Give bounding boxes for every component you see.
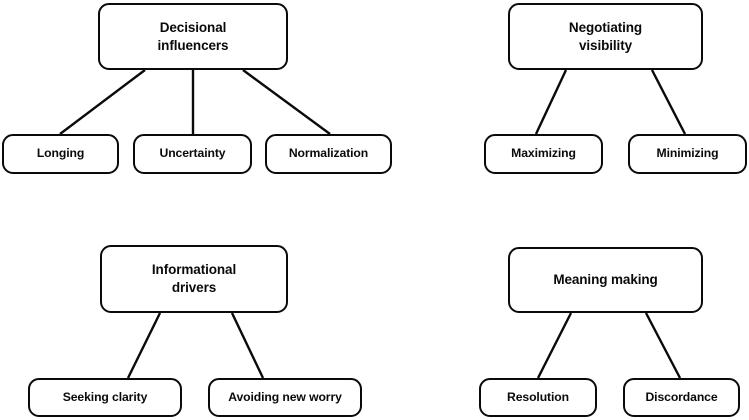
connector-negotiating-visibility-0 bbox=[534, 69, 568, 135]
node-label: Normalization bbox=[288, 146, 369, 161]
node-label: Maximizing bbox=[511, 146, 576, 161]
parent-node-decisional-influencers: Decisional influencers bbox=[98, 3, 288, 70]
child-node-decisional-influencers-2: Normalization bbox=[265, 134, 392, 174]
node-label: Seeking clarity bbox=[62, 389, 148, 404]
node-label: Informational drivers bbox=[151, 262, 237, 295]
child-node-negotiating-visibility-0: Maximizing bbox=[484, 134, 603, 174]
node-label: Discordance bbox=[645, 389, 718, 404]
node-label: Minimizing bbox=[656, 146, 719, 161]
node-label: Resolution bbox=[507, 389, 569, 404]
parent-node-meaning-making: Meaning making bbox=[508, 247, 703, 313]
child-node-meaning-making-0: Resolution bbox=[479, 378, 597, 417]
connector-decisional-influencers-0 bbox=[59, 69, 146, 135]
node-label: Avoiding new worry bbox=[228, 389, 342, 404]
parent-node-negotiating-visibility: Negotiating visibility bbox=[508, 3, 703, 70]
child-node-meaning-making-1: Discordance bbox=[623, 378, 740, 417]
parent-node-informational-drivers: Informational drivers bbox=[100, 245, 288, 313]
connector-informational-drivers-0 bbox=[126, 312, 162, 379]
child-node-informational-drivers-1: Avoiding new worry bbox=[208, 378, 362, 417]
node-label: Meaning making bbox=[553, 272, 658, 288]
node-label: Negotiating visibility bbox=[568, 19, 643, 53]
connector-meaning-making-1 bbox=[644, 312, 682, 379]
node-label: Decisional influencers bbox=[157, 19, 229, 53]
child-node-decisional-influencers-0: Longing bbox=[2, 134, 119, 174]
child-node-informational-drivers-0: Seeking clarity bbox=[28, 378, 182, 417]
connector-negotiating-visibility-1 bbox=[650, 69, 687, 135]
child-node-decisional-influencers-1: Uncertainty bbox=[133, 134, 252, 174]
connector-meaning-making-0 bbox=[536, 312, 573, 379]
child-node-negotiating-visibility-1: Minimizing bbox=[628, 134, 747, 174]
node-label: Longing bbox=[36, 146, 85, 161]
connector-informational-drivers-1 bbox=[230, 312, 265, 379]
node-label: Uncertainty bbox=[159, 146, 226, 161]
connector-decisional-influencers-2 bbox=[242, 69, 331, 135]
